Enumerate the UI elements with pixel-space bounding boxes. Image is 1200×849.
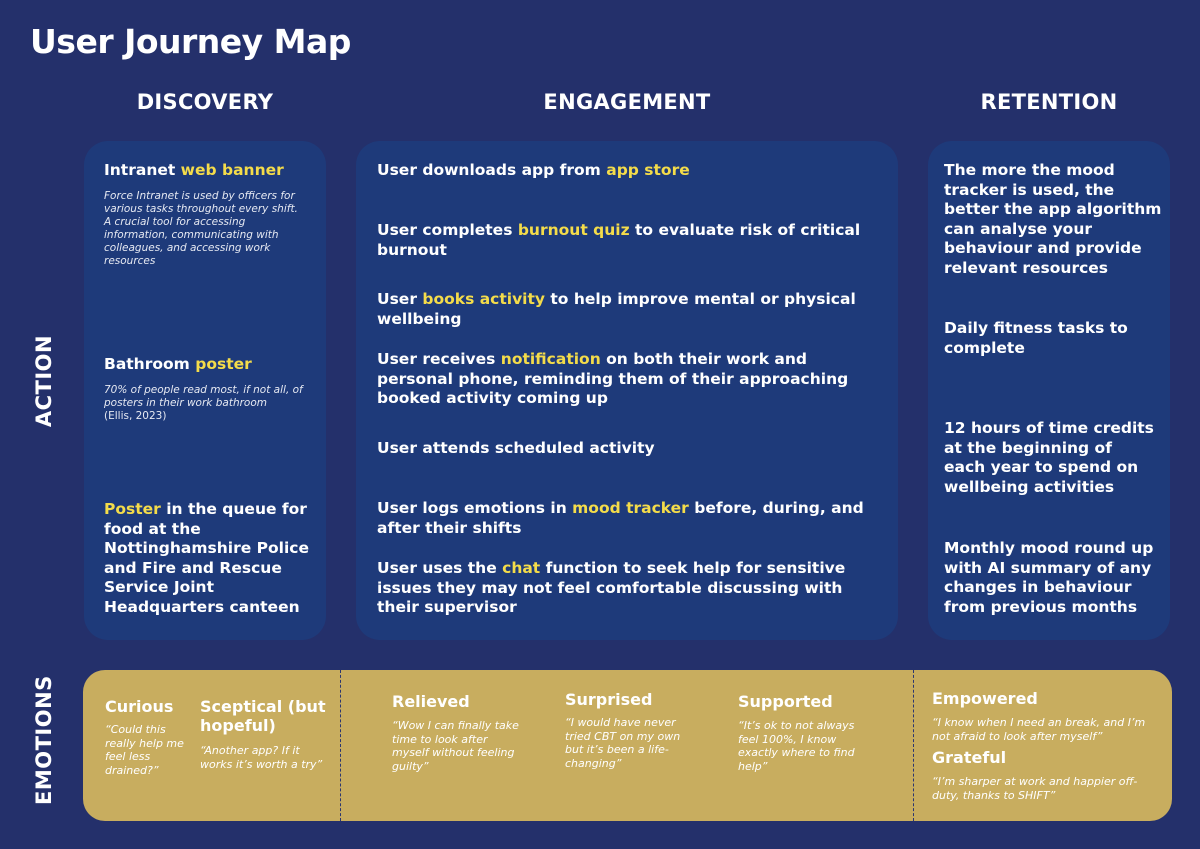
- emotion-grateful-title: Grateful: [932, 748, 1007, 767]
- engagement-item-chat-post: function to seek help for sensitive issu…: [377, 559, 846, 616]
- emotions-band: [83, 670, 1172, 821]
- engagement-item-notification: User receives notification on both their…: [377, 350, 887, 409]
- discovery-note-intranet: Force Intranet is used by officers for v…: [104, 190, 298, 267]
- retention-item-mood-round-up: Monthly mood round up with AI summary of…: [944, 539, 1154, 616]
- discovery-note-citation: (Ellis, 2023): [104, 410, 167, 422]
- emotion-sceptical-quote: “Another app? If it works it’s worth a t…: [200, 744, 323, 771]
- discovery-panel: [84, 141, 326, 640]
- engagement-item-notification-post: on both their work and personal phone, r…: [377, 350, 849, 407]
- engagement-item-mood-tracker-highlight: mood tracker: [572, 499, 689, 517]
- discovery-item-canteen-poster-highlight: Poster: [104, 500, 161, 518]
- engagement-item-chat-highlight: chat: [502, 559, 541, 577]
- emotion-relieved-quote: “Wow I can finally take time to look aft…: [392, 719, 519, 773]
- emotion-grateful-quote: “I’m sharper at work and happier off-dut…: [932, 775, 1138, 802]
- retention-item-mood-tracker: The more the mood tracker is used, the b…: [944, 161, 1162, 277]
- emotion-empowered-quote: “I know when I need an break, and I’m no…: [932, 716, 1146, 743]
- emotions-divider-discovery: [340, 670, 341, 821]
- engagement-item-notification-highlight: notification: [500, 350, 601, 368]
- discovery-item-web-banner-label: Intranet: [104, 161, 181, 179]
- discovery-item-canteen-poster: Poster in the queue for food at the Nott…: [104, 500, 309, 617]
- engagement-item-download-highlight: app store: [606, 161, 690, 179]
- emotion-supported-title: Supported: [738, 692, 833, 711]
- engagement-item-mood-tracker: User logs emotions in mood tracker befor…: [377, 499, 882, 538]
- emotion-surprised-title: Surprised: [565, 690, 653, 709]
- engagement-item-mood-tracker-post: before, during, and after their shifts: [377, 499, 864, 537]
- discovery-item-web-banner: Intranet web banner: [104, 161, 314, 181]
- discovery-item-web-banner-highlight: web banner: [180, 161, 284, 179]
- engagement-item-download: User downloads app from app store: [377, 161, 882, 181]
- engagement-item-burnout-quiz-pre: User completes: [377, 221, 518, 239]
- emotion-sceptical-title: Sceptical (but hopeful): [200, 697, 326, 735]
- engagement-item-books-activity-highlight: books activity: [422, 290, 545, 308]
- engagement-item-books-activity: User books activity to help improve ment…: [377, 290, 882, 329]
- emotion-surprised-quote: “I would have never tried CBT on my own …: [565, 716, 681, 770]
- engagement-item-download-pre: User downloads app from: [377, 161, 607, 179]
- engagement-item-attends-activity: User attends scheduled activity: [377, 439, 655, 457]
- engagement-item-books-activity-pre: User: [377, 290, 423, 308]
- discovery-item-canteen-poster-label: in the queue for food at the Nottinghams…: [104, 500, 309, 616]
- retention-item-fitness-tasks: Daily fitness tasks to complete: [944, 319, 1128, 357]
- column-header-engagement: ENGAGEMENT: [543, 90, 711, 114]
- retention-panel: [928, 141, 1170, 640]
- engagement-panel: [356, 141, 898, 640]
- row-label-action: ACTION: [32, 334, 56, 428]
- engagement-item-books-activity-post: to help improve mental or physical wellb…: [377, 290, 856, 328]
- engagement-item-mood-tracker-pre: User logs emotions in: [377, 499, 573, 517]
- page-title: User Journey Map: [30, 22, 351, 61]
- emotion-curious-title: Curious: [105, 697, 174, 716]
- emotion-supported-quote: “It’s ok to not always feel 100%, I know…: [738, 719, 855, 773]
- discovery-note-bathroom: 70% of people read most, if not all, of …: [104, 384, 303, 409]
- emotion-empowered-title: Empowered: [932, 689, 1038, 708]
- discovery-item-bathroom-poster-highlight: poster: [195, 355, 252, 373]
- engagement-item-burnout-quiz-post: to evaluate risk of critical burnout: [377, 221, 861, 259]
- emotion-relieved-title: Relieved: [392, 692, 470, 711]
- discovery-item-bathroom-poster: Bathroom poster: [104, 355, 314, 375]
- engagement-item-burnout-quiz-highlight: burnout quiz: [517, 221, 630, 239]
- emotions-divider-retention: [913, 670, 914, 821]
- row-label-emotions: EMOTIONS: [32, 675, 56, 805]
- discovery-item-bathroom-poster-label: Bathroom: [104, 355, 196, 373]
- engagement-item-notification-pre: User receives: [377, 350, 501, 368]
- column-header-discovery: DISCOVERY: [136, 90, 274, 114]
- engagement-item-chat-pre: User uses the: [377, 559, 503, 577]
- engagement-item-chat: User uses the chat function to seek help…: [377, 559, 882, 618]
- engagement-item-burnout-quiz: User completes burnout quiz to evaluate …: [377, 221, 882, 260]
- emotion-curious-quote: “Could this really help me feel less dra…: [105, 723, 184, 777]
- retention-item-time-credits: 12 hours of time credits at the beginnin…: [944, 419, 1154, 496]
- column-header-retention: RETENTION: [980, 90, 1118, 114]
